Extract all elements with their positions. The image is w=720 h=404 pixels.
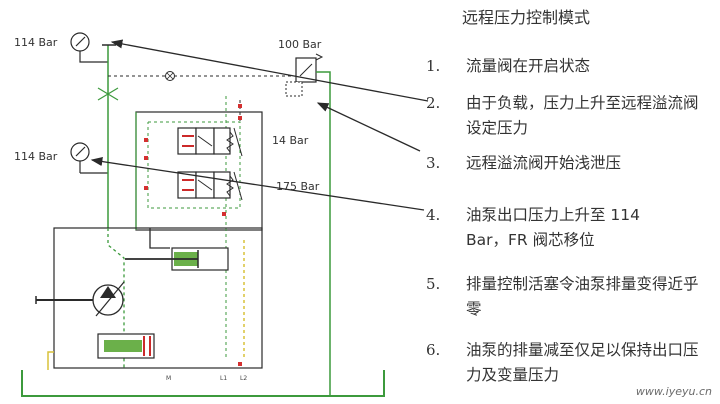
displacement-cylinder (125, 247, 229, 271)
step-text: 排量控制活塞令油泵排量变得近乎零 (466, 275, 699, 318)
step-number: 1. (426, 57, 441, 75)
gauge-label-lower: 114 Bar (14, 150, 58, 163)
upper-valve-label: 14 Bar (272, 134, 309, 147)
pump-housing (53, 227, 263, 369)
gauge-line-upper (79, 56, 108, 63)
tank-outline (21, 370, 385, 397)
step-number: 6. (426, 341, 441, 359)
step-text: 油泵出口压力上升至 114 Bar，FR 阀芯移位 (466, 206, 641, 249)
pressure-gauge-icon (70, 32, 90, 56)
relief-drain-line (316, 71, 331, 396)
lower-valve-label: 175 Bar (276, 180, 320, 193)
callout-arrow (110, 39, 429, 102)
throttle-icon (97, 87, 119, 101)
callout-arrow (90, 157, 425, 211)
page-title: 远程压力控制模式 (462, 8, 591, 27)
orifice-icon (165, 71, 175, 81)
case-drain-line (47, 351, 54, 370)
remote-relief-valve (285, 53, 324, 97)
variable-pump-icon (35, 281, 125, 317)
flow-control-valve (177, 127, 243, 157)
step-text: 油泵的排量减至仅足以保持出口压力及变量压力 (466, 341, 699, 384)
step-text: 远程溢流阀开始浅泄压 (466, 154, 622, 172)
gauge-label-upper: 114 Bar (14, 36, 58, 49)
port-labels: M L1 L2 (166, 375, 247, 382)
svg-text:M: M (166, 375, 171, 382)
callout-arrow (316, 102, 421, 152)
bias-cylinder (97, 333, 155, 359)
pressure-markers (144, 104, 242, 366)
step-number: 2. (426, 94, 441, 112)
step-text: 由于负载，压力上升至远程溢流阀设定压力 (466, 94, 699, 137)
step-number: 4. (426, 206, 441, 224)
svg-text:L2: L2 (240, 375, 247, 382)
relief-setting-label: 100 Bar (278, 38, 322, 51)
svg-text:L1: L1 (220, 375, 227, 382)
step-text: 流量阀在开启状态 (466, 57, 591, 75)
pressure-compensator-valve (177, 171, 243, 201)
step-number: 3. (426, 154, 441, 172)
pressure-gauge-icon (70, 142, 90, 173)
step-number: 5. (426, 275, 441, 293)
watermark: www.iyeyu.cn (635, 385, 712, 398)
